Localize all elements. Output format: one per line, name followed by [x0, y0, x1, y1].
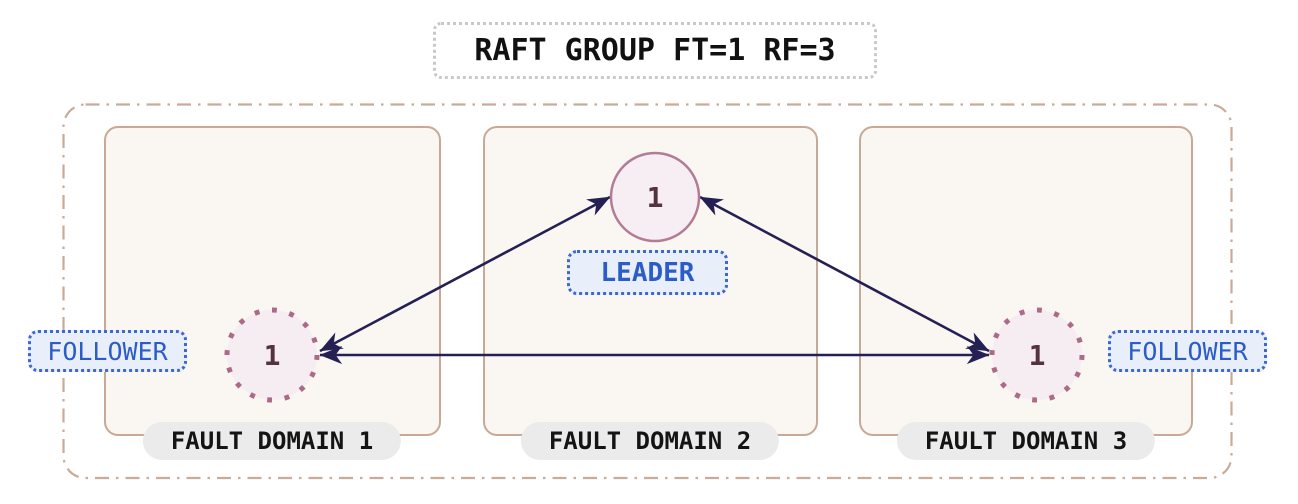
- raft-group-boundary: [62, 103, 1233, 480]
- fault-domain-2-label: FAULT DOMAIN 2: [520, 422, 780, 460]
- leader-node-circle: [609, 151, 701, 243]
- arrow-leader-follower3: [699, 195, 990, 353]
- follower3-node-id: 1: [1028, 338, 1046, 372]
- follower1-node-circle: [224, 307, 320, 403]
- fault-domain-3-label: FAULT DOMAIN 3: [896, 422, 1156, 460]
- leader-node-id: 1: [646, 180, 664, 214]
- arrow-leader-follower1: [319, 195, 611, 353]
- leader-role-label: LEADER: [567, 250, 728, 295]
- follower3-role-label: FOLLOWER: [1108, 330, 1267, 372]
- fault-domain-1-label: FAULT DOMAIN 1: [142, 422, 402, 460]
- diagram-title: RAFT GROUP FT=1 RF=3: [433, 22, 877, 79]
- follower1-role-label: FOLLOWER: [28, 330, 187, 372]
- follower3-node-circle: [989, 307, 1085, 403]
- follower1-node-id: 1: [263, 338, 281, 372]
